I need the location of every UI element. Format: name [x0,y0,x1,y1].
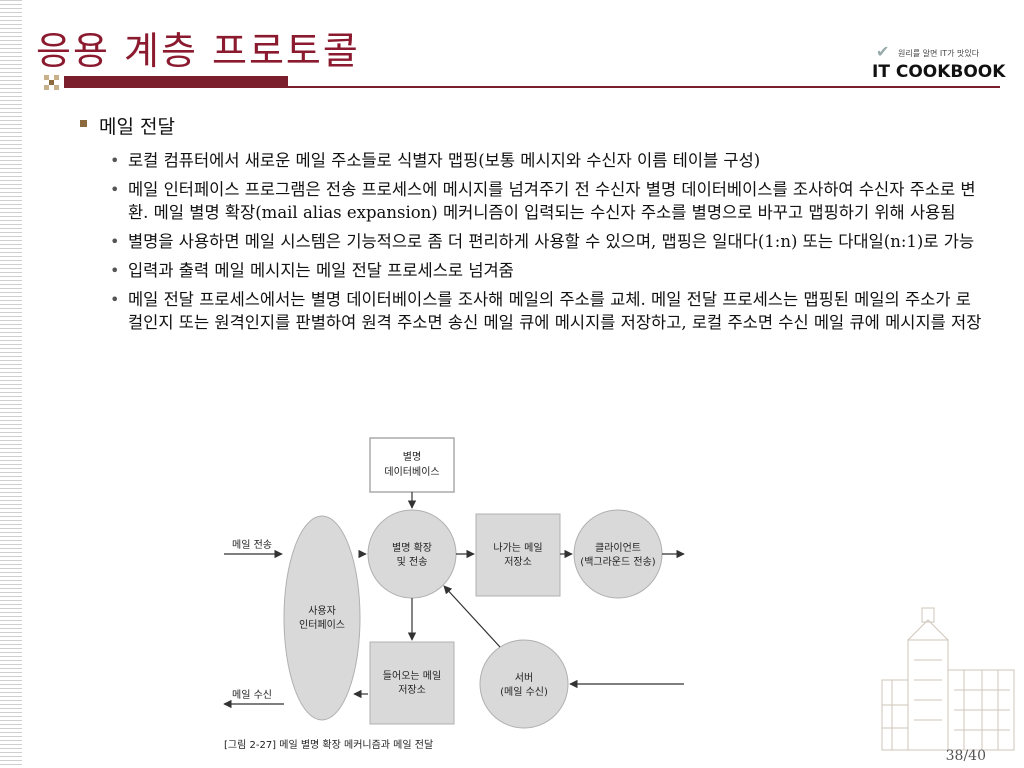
alias-db-label-1: 별명 [403,451,421,463]
slide-title: 응용 계층 프로토콜 [36,29,360,73]
send-label: 메일 전송 [232,539,272,551]
user-interface-ellipse [283,515,361,721]
alias-db-label-2: 데이터베이스 [384,466,439,478]
title-underline [288,86,1000,88]
client-circle [573,509,663,599]
slide-content: 메일 전달 •로컬 컴퓨터에서 새로운 메일 주소들로 식별자 맵핑(보통 메시… [76,112,986,340]
dot-bullet-icon: • [110,180,120,199]
list-item: •메일 전달 프로세스에서는 별명 데이터베이스를 조사해 메일의 주소를 교체… [110,290,982,332]
logo-text: IT COOKBOOK [872,62,1006,82]
checkmark-icon: ✔ [876,42,890,61]
client-label-1: 클라이언트 [595,542,641,554]
title-accent-bar [64,76,288,88]
bullet-list: •로컬 컴퓨터에서 새로운 메일 주소들로 식별자 맵핑(보통 메시지와 수신자… [76,149,986,334]
building-watermark [881,607,1015,751]
dot-bullet-icon: • [110,261,120,280]
receive-label: 메일 수신 [232,689,272,701]
alias-expand-label-1: 별명 확장 [392,542,432,554]
figure-caption: [그림 2-27] 메일 별명 확장 메커니즘과 메일 전달 [224,739,433,751]
list-item: •별명을 사용하면 메일 시스템은 기능적으로 좀 더 편리하게 사용할 수 있… [110,232,975,251]
incoming-label-1: 들어오는 메일 [383,670,441,682]
server-label-2: (메일 수신) [500,686,548,698]
client-label-2: (백그라운드 전송) [580,556,655,568]
incoming-label-2: 저장소 [398,684,426,696]
alias-db-box [369,437,455,493]
alias-expand-label-2: 및 전송 [397,556,428,568]
outgoing-mail-box [475,513,561,597]
left-stripe-decoration [0,0,22,768]
user-iface-label-2: 인터페이스 [299,619,345,631]
checker-ornament [44,75,59,90]
page-number: 38/40 [945,748,986,764]
incoming-mail-box [369,641,455,725]
it-cookbook-logo: ✔ 원리를 알면 IT가 맛있다 IT COOKBOOK [868,42,1005,86]
list-item: •로컬 컴퓨터에서 새로운 메일 주소들로 식별자 맵핑(보통 메시지와 수신자… [110,151,761,170]
outgoing-label-1: 나가는 메일 [493,542,542,554]
square-bullet-icon [80,120,87,127]
list-item: •입력과 출력 메일 메시지는 메일 전달 프로세스로 넘겨줌 [110,261,514,280]
outgoing-label-2: 저장소 [504,556,532,568]
dot-bullet-icon: • [110,151,120,170]
alias-expansion-circle [367,509,457,599]
dot-bullet-icon: • [110,290,120,309]
server-circle [479,639,569,729]
server-label-1: 서버 [515,672,533,684]
section-heading: 메일 전달 [99,116,175,138]
dot-bullet-icon: • [110,232,120,251]
user-iface-label-1: 사용자 [308,605,336,617]
server-to-expand-arrow [443,585,501,648]
list-item: •메일 인터페이스 프로그램은 전송 프로세스에 메시지를 넘겨주기 전 수신자… [110,180,976,222]
mail-alias-diagram: 별명 데이터베이스 사용자 인터페이스 별명 확장 및 전송 나가는 메일 저장… [223,437,685,751]
logo-tagline: 원리를 알면 IT가 맛있다 [898,49,980,58]
heading-bullet: 메일 전달 [76,112,986,139]
